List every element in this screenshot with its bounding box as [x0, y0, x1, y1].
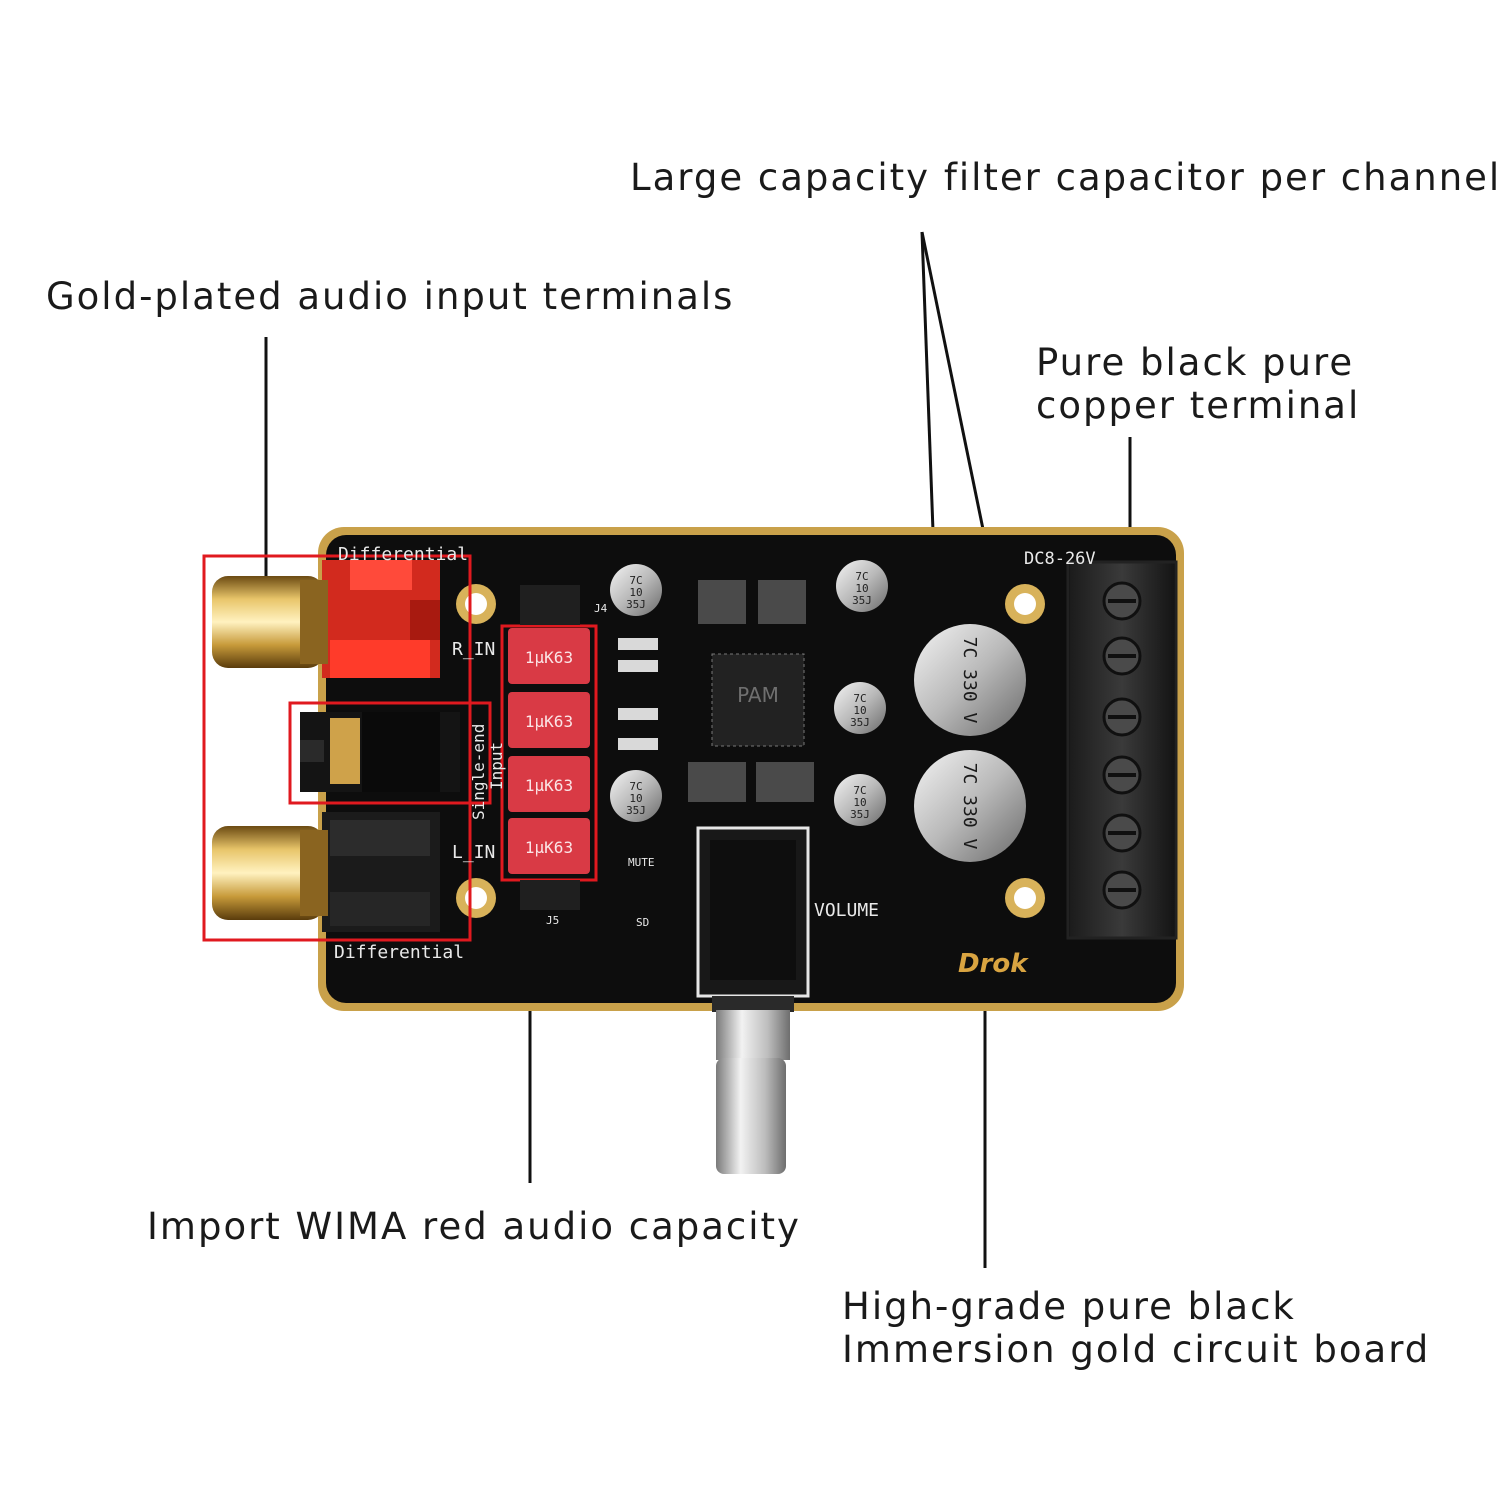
rca-jack-right: [212, 576, 328, 668]
label-mute: MUTE: [628, 856, 655, 869]
label-volume: VOLUME: [814, 900, 879, 921]
svg-text:10: 10: [629, 792, 642, 805]
callout-filter-capacitor: Large capacity filter capacitor per chan…: [630, 156, 1500, 199]
callout-wima-capacitors: Import WIMA red audio capacity: [147, 1205, 801, 1248]
svg-text:10: 10: [853, 704, 866, 717]
wima-marking: 1μK63: [525, 712, 573, 731]
potentiometer-shaft: [716, 1010, 790, 1060]
label-input: Input: [487, 742, 506, 790]
label-j5: J5: [546, 914, 559, 927]
svg-text:7C: 7C: [855, 570, 868, 583]
cap-marking: 7C: [629, 574, 642, 587]
wima-capacitor: [508, 692, 590, 748]
amplifier-chip: PAM: [711, 653, 805, 747]
label-l-in: L_IN: [452, 842, 495, 863]
svg-text:35J: 35J: [850, 716, 870, 729]
svg-text:35J: 35J: [852, 594, 872, 607]
small-capacitor: 7C 10 35J: [610, 564, 662, 616]
mounting-holes: [456, 584, 1045, 918]
differential-input-connector-black: [322, 812, 440, 932]
svg-text:7C: 7C: [629, 780, 642, 793]
small-capacitor: 7C 10 35J: [610, 770, 662, 822]
smd-components: [618, 580, 814, 802]
label-single-end: Single-end: [469, 724, 488, 820]
callout-input-terminals: Gold-plated audio input terminals: [46, 275, 735, 318]
svg-text:35J: 35J: [850, 808, 870, 821]
label-r-in: R_IN: [452, 639, 495, 660]
wima-marking: 1μK63: [525, 648, 573, 667]
svg-text:7C: 7C: [853, 692, 866, 705]
drok-logo: Drok: [958, 949, 1029, 979]
label-differential-bottom: Differential: [334, 942, 464, 963]
callout-circuit-board-line2: Immersion gold circuit board: [842, 1328, 1431, 1371]
svg-text:7C 330 V: 7C 330 V: [959, 637, 980, 724]
small-capacitor: 7C 10 35J: [834, 774, 886, 826]
callout-copper-terminal-line1: Pure black pure: [1036, 341, 1355, 384]
svg-text:10: 10: [629, 586, 642, 599]
highlight-copper-terminal: [1066, 560, 1178, 940]
svg-text:7C: 7C: [853, 784, 866, 797]
svg-text:35J: 35J: [626, 804, 646, 817]
small-capacitor: 7C 10 35J: [836, 560, 888, 612]
small-capacitor: 7C 10 35J: [834, 682, 886, 734]
header-j4: [520, 585, 580, 625]
differential-input-connector-red: [322, 560, 440, 678]
large-filter-capacitor: 7C 330 V: [914, 750, 1026, 862]
wima-marking: 1μK63: [525, 838, 573, 857]
label-sd: SD: [636, 916, 649, 929]
single-end-audio-jack: [300, 712, 460, 792]
callout-copper-terminal-line2: copper terminal: [1036, 384, 1361, 427]
wima-marking: 1μK63: [525, 776, 573, 795]
label-differential-top: Differential: [338, 544, 468, 565]
svg-text:35J: 35J: [626, 598, 646, 611]
volume-potentiometer: [696, 826, 810, 1174]
rca-jack-left: [212, 826, 328, 920]
large-filter-capacitor: 7C 330 V: [914, 624, 1026, 736]
highlight-input-terminals: [202, 554, 472, 942]
wima-capacitor: [508, 818, 590, 874]
chip-brand: PAM: [737, 683, 779, 707]
wima-capacitor: [508, 756, 590, 812]
wima-capacitor: [508, 628, 590, 684]
label-dc-voltage: DC8-26V: [1024, 549, 1096, 569]
label-j4: J4: [594, 602, 608, 615]
potentiometer-knob: [716, 1058, 786, 1174]
callout-circuit-board-line1: High-grade pure black: [842, 1285, 1296, 1328]
svg-text:10: 10: [853, 796, 866, 809]
header-j5: [520, 880, 580, 910]
highlight-single-end-jack: [288, 701, 492, 805]
svg-text:10: 10: [855, 582, 868, 595]
wima-capacitors: 1μK63 1μK63 1μK63 1μK63: [508, 628, 590, 874]
power-screw-terminal: [1066, 560, 1178, 940]
svg-text:7C 330 V: 7C 330 V: [959, 763, 980, 850]
